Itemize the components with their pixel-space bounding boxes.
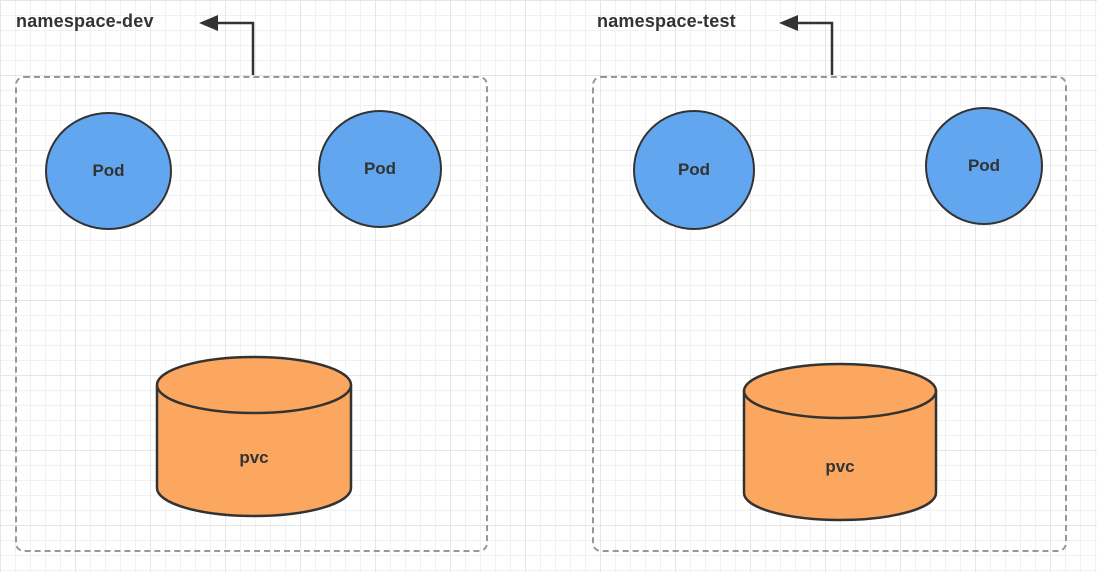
pod-label: Pod xyxy=(677,160,711,179)
pod-node-test-1[interactable]: Pod xyxy=(633,110,755,230)
namespace-test-label[interactable]: namespace-test xyxy=(597,11,736,31)
pod-label: Pod xyxy=(92,161,125,180)
pvc-node-dev[interactable]: pvc xyxy=(155,355,353,518)
pvc-label: pvc xyxy=(825,457,854,476)
pvc-label: pvc xyxy=(239,448,268,467)
namespace-dev-boundary[interactable] xyxy=(15,76,488,552)
pod-label: Pod xyxy=(967,156,1001,175)
pod-node-dev-1[interactable]: Pod xyxy=(45,112,172,230)
namespace-test-boundary[interactable] xyxy=(592,76,1067,552)
pod-node-dev-2[interactable]: Pod xyxy=(318,110,442,228)
namespace-dev-arrow[interactable] xyxy=(199,15,255,75)
pod-label: Pod xyxy=(363,159,397,178)
pod-node-test-2[interactable]: Pod xyxy=(925,107,1043,225)
namespace-dev-label[interactable]: namespace-dev xyxy=(16,11,154,31)
pvc-node-test[interactable]: pvc xyxy=(742,362,938,522)
namespace-test-arrow[interactable] xyxy=(779,15,834,75)
